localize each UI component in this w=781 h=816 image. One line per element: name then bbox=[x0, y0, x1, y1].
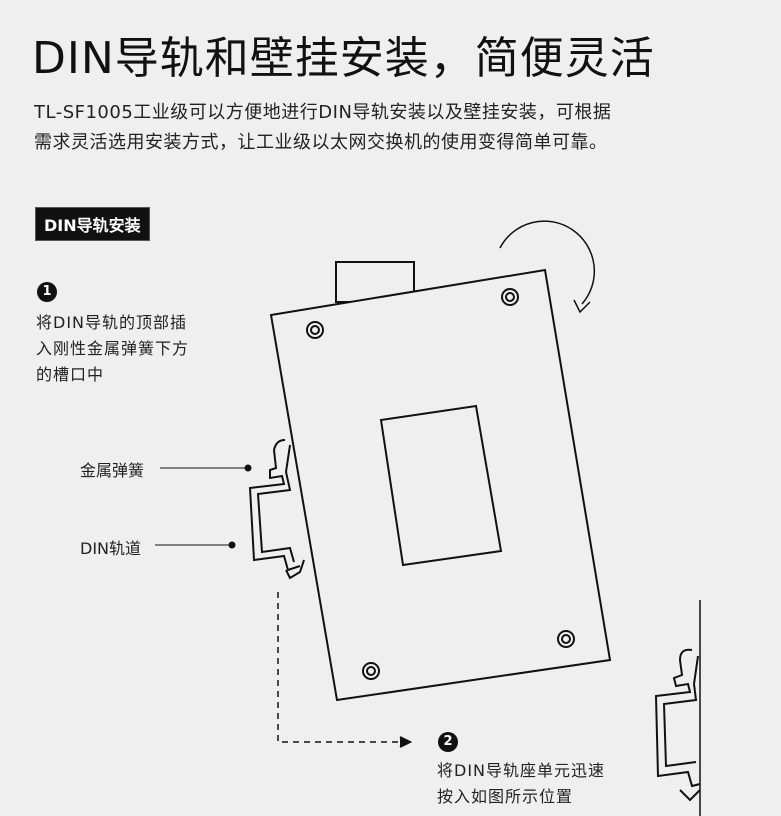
din-rail-left bbox=[248, 439, 305, 580]
spring-label: 金属弹簧 bbox=[80, 461, 145, 480]
dashed-arrow bbox=[277, 592, 405, 743]
screw-icons bbox=[306, 288, 575, 680]
device-window bbox=[379, 404, 503, 567]
description-line-2: 需求灵活选用安装方式，让工业级以太网交换机的使用变得简单可靠。 bbox=[34, 132, 608, 153]
step-1-number: 1 bbox=[37, 282, 57, 302]
step-1-text: 将DIN导轨的顶部插 入刚性金属弹簧下方 的槽口中 bbox=[36, 310, 189, 388]
device-body bbox=[269, 268, 612, 702]
step-2-line: 按入如图所示位置 bbox=[437, 787, 574, 806]
description-line-1: TL-SF1005工业级可以方便地进行DIN导轨安装以及壁挂安装，可根据 bbox=[34, 102, 612, 123]
step-2-line: 将DIN导轨座单元迅速 bbox=[437, 761, 606, 780]
section-badge: DIN导轨安装 bbox=[35, 207, 150, 241]
step-1-line: 入刚性金属弹簧下方 bbox=[36, 339, 190, 358]
step-1-line: 的槽口中 bbox=[36, 365, 105, 384]
din-rail-right bbox=[654, 648, 701, 802]
page-title: DIN导轨和壁挂安装，简便灵活 bbox=[32, 33, 655, 84]
rotate-arrow-icon bbox=[499, 220, 596, 305]
step-1-line: 将DIN导轨的顶部插 bbox=[36, 313, 188, 332]
step-2-text: 将DIN导轨座单元迅速 按入如图所示位置 bbox=[437, 758, 605, 810]
step-2-number: 2 bbox=[438, 732, 458, 752]
rail-label: DIN轨道 bbox=[80, 539, 142, 558]
